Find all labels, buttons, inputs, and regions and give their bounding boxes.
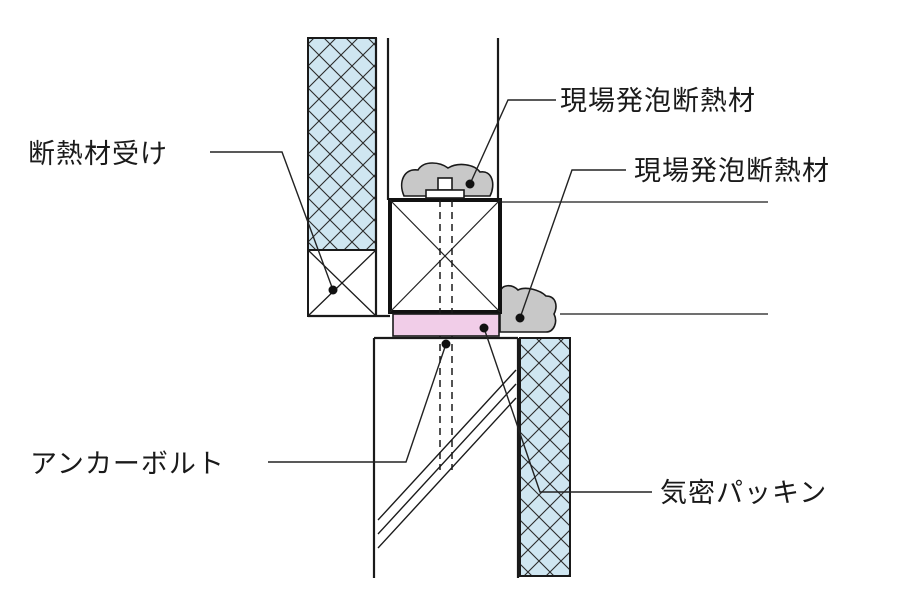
label-foam-insulation-top: 現場発泡断熱材: [560, 86, 756, 117]
upper-wall-frame: [308, 38, 500, 318]
leader-dot: [515, 313, 525, 323]
leader-dot: [441, 339, 451, 349]
leader-dot: [479, 323, 489, 333]
foam-insulation-right-blob: [499, 284, 557, 333]
sill-timber-block: [388, 198, 502, 314]
airtight-packing-strip: [392, 313, 500, 337]
floor-lines: [500, 201, 768, 315]
upper-wall-insulation: [307, 37, 377, 251]
leader-airtight-packing: [479, 323, 652, 493]
foundation-wall: [372, 336, 520, 578]
leader-insulation-holder: [210, 151, 338, 295]
leader-dot: [328, 285, 338, 295]
label-insulation-holder: 断熱材受け: [28, 139, 168, 170]
leader-foam-right: [515, 169, 626, 323]
label-airtight-packing: 気密パッキン: [660, 478, 827, 509]
leader-foam-top: [465, 99, 556, 189]
leader-anchor-bolt: [268, 339, 451, 463]
insulation-holder-block: [307, 249, 377, 317]
label-foam-insulation-right: 現場発泡断熱材: [634, 156, 830, 187]
leader-dot: [465, 179, 475, 189]
label-anchor-bolt: アンカーボルト: [30, 449, 225, 480]
